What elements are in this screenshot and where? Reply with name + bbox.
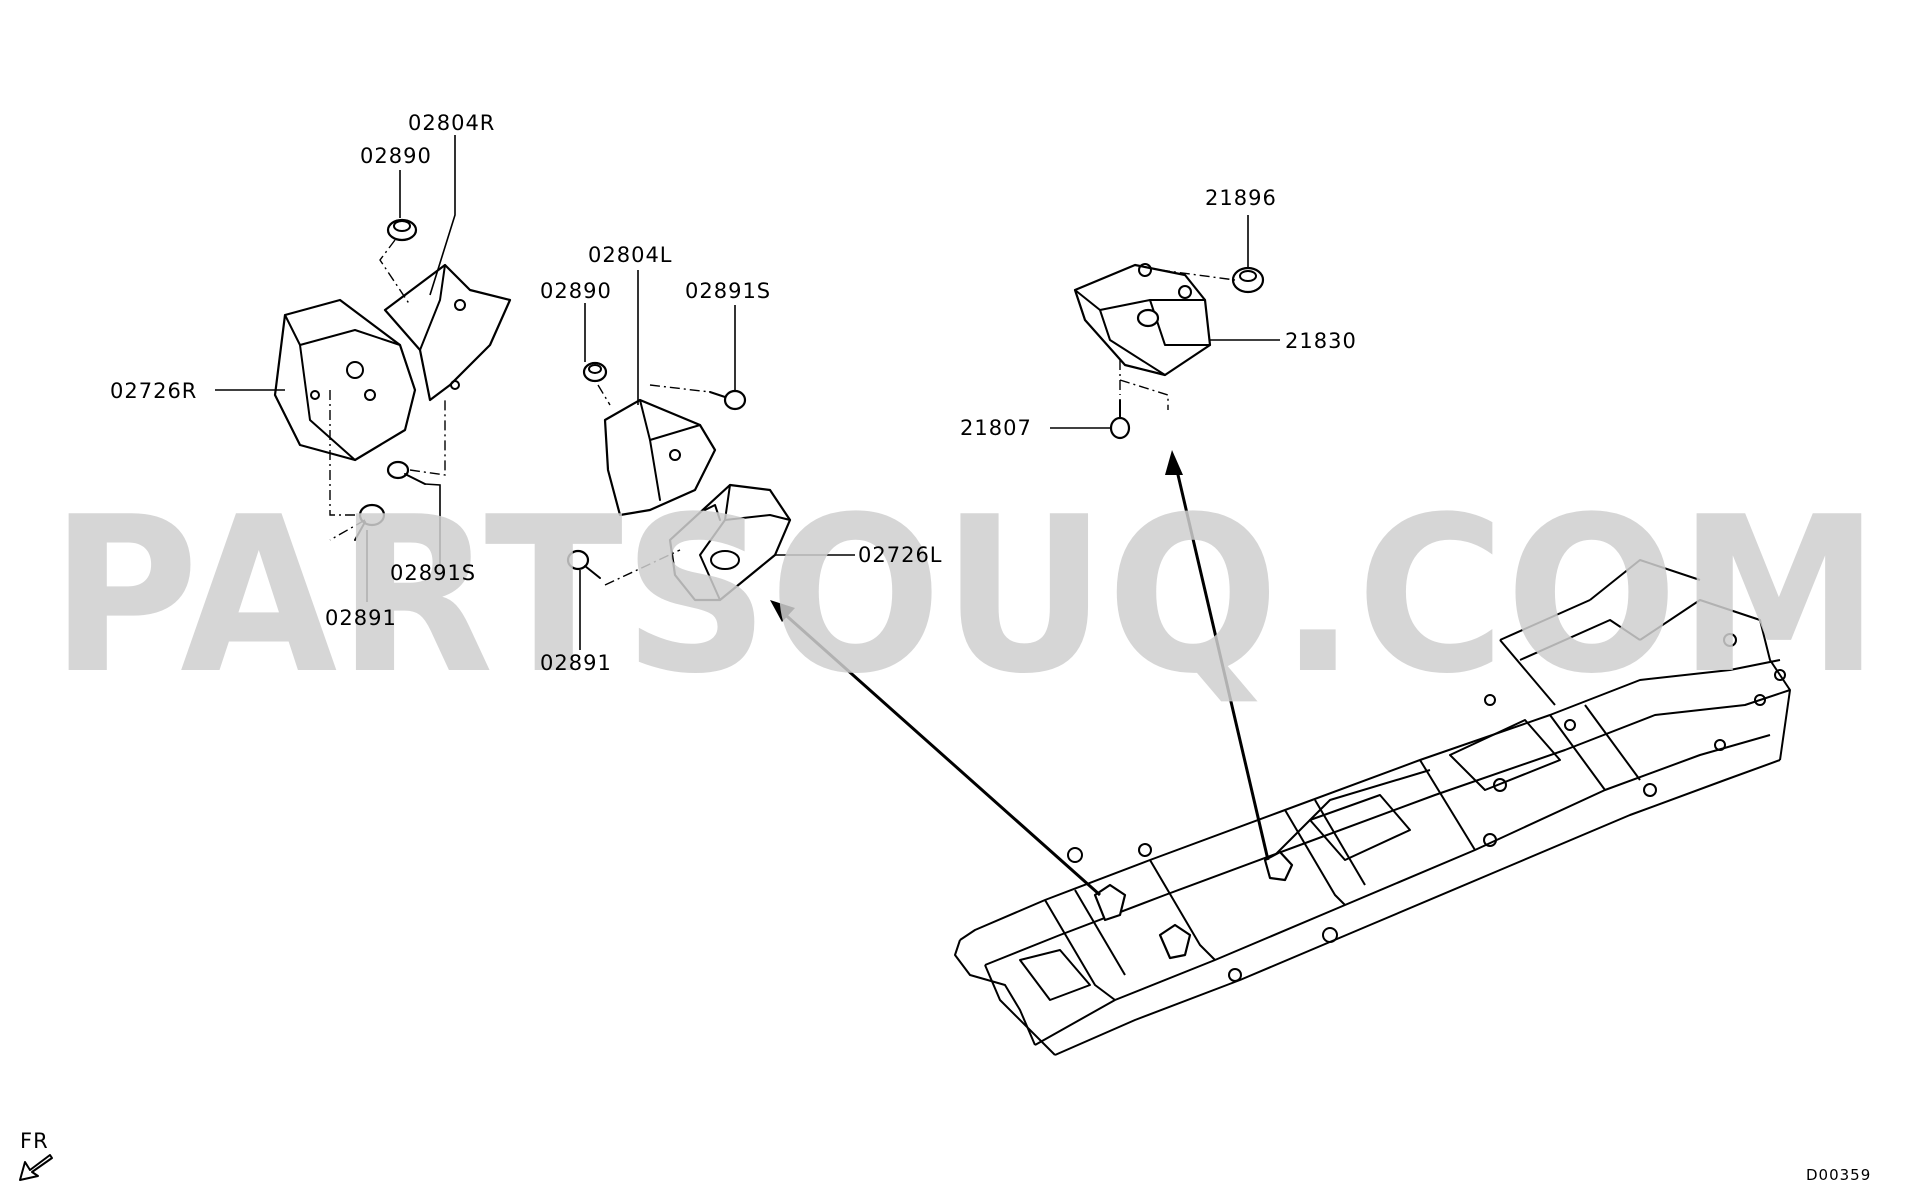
label-02891S-b: 02891S <box>685 279 771 303</box>
watermark-text: PARTSOUQ.COM <box>50 470 1880 721</box>
diagram-code: D00359 <box>1806 1166 1871 1184</box>
right-mount-group <box>273 218 512 541</box>
front-label: FR <box>20 1129 49 1153</box>
label-02891S-a: 02891S <box>390 561 476 585</box>
transmission-mount-group <box>1073 263 1265 440</box>
label-02891-b: 02891 <box>540 651 612 675</box>
bolt-21807 <box>1109 399 1131 440</box>
nut-02890-left <box>582 361 608 383</box>
nut-02890-right <box>386 218 418 242</box>
label-21896: 21896 <box>1205 186 1277 210</box>
vehicle-frame <box>954 559 1791 1056</box>
bolt-02891S-left <box>709 389 747 411</box>
label-02891-a: 02891 <box>325 606 397 630</box>
label-02804L: 02804L <box>588 243 673 267</box>
label-02804R-a: 02804R <box>408 111 495 135</box>
label-02726R: 02726R <box>110 379 197 403</box>
front-arrow-icon <box>19 1154 53 1181</box>
leader-lines <box>215 135 1280 650</box>
label-02890-a: 02890 <box>360 144 432 168</box>
label-02890-b: 02890 <box>540 279 612 303</box>
label-21807: 21807 <box>960 416 1032 440</box>
front-direction-marker: FR <box>19 1129 53 1181</box>
bolt-02891-left <box>566 549 601 579</box>
bolt-02891S-right <box>386 460 426 485</box>
label-21830: 21830 <box>1285 329 1357 353</box>
nut-21896 <box>1231 266 1265 294</box>
location-arrows <box>770 450 1270 897</box>
label-02726L: 02726L <box>858 543 943 567</box>
